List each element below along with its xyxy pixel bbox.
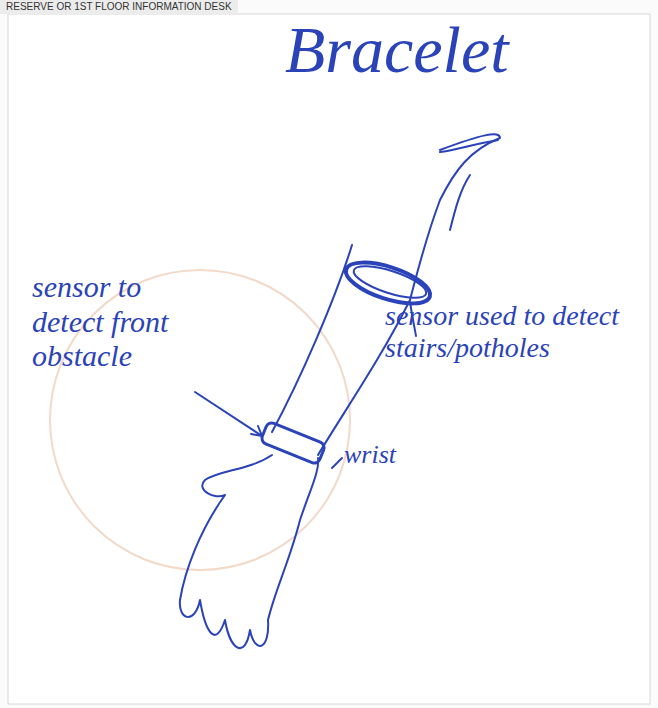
leader-front-sensor (195, 392, 262, 436)
annotation: sensor to detect front obstacle (32, 270, 207, 374)
leader-arrowhead (251, 426, 262, 436)
annotation: wrist (344, 440, 434, 470)
arm-outline-right (318, 134, 500, 455)
whiteboard (8, 14, 650, 704)
annotation: sensor used to detect stairs/potholes (385, 300, 625, 364)
title: Bracelet (285, 12, 545, 88)
wrist-bracelet (260, 421, 326, 465)
hand (180, 455, 318, 648)
upper-bracelet-inner (350, 260, 429, 304)
leader-wrist (332, 458, 342, 468)
arm-crease (450, 175, 470, 230)
arm-outline-left (272, 140, 498, 432)
sticker-note: RESERVE OR 1ST FLOOR INFORMATION DESK (0, 0, 238, 14)
